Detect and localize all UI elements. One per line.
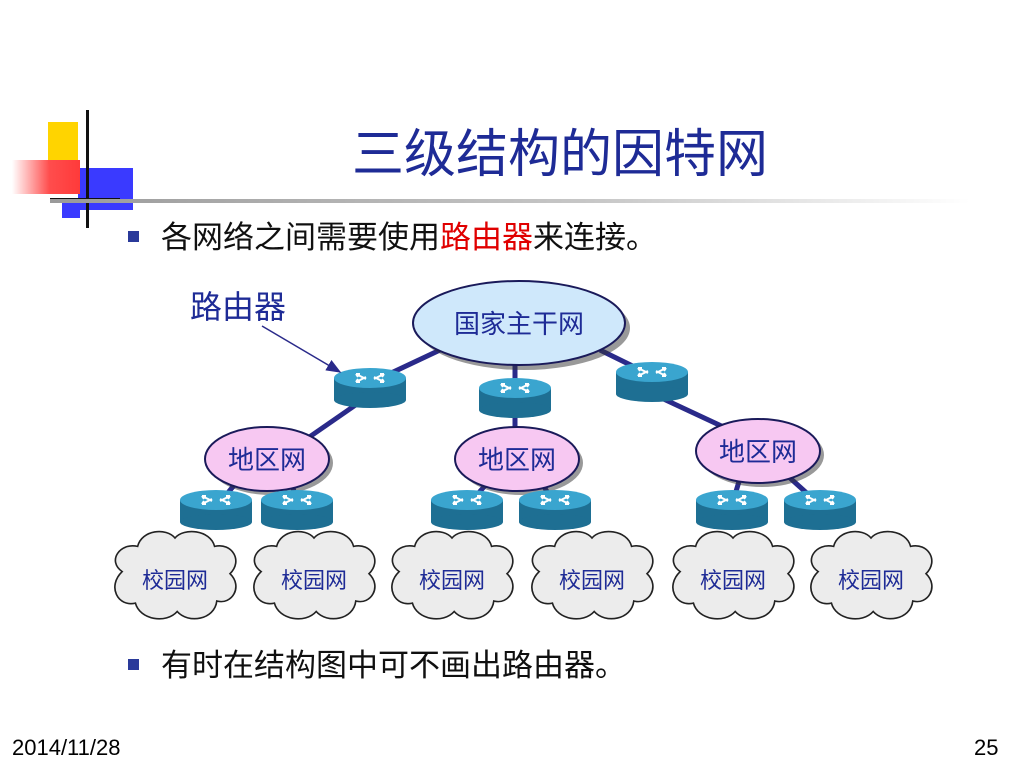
regional-label: 地区网 bbox=[228, 446, 306, 476]
footer-date: 2014/11/28 bbox=[12, 735, 121, 760]
campus-network-1: 校园网 bbox=[114, 530, 237, 620]
campus-network-3: 校园网 bbox=[391, 530, 514, 620]
bullet-1-text: 各网络之间需要使用 bbox=[161, 220, 440, 256]
red-gradient-block bbox=[12, 160, 80, 194]
campus-label: 校园网 bbox=[559, 569, 625, 594]
backbone-label: 国家主干网 bbox=[454, 310, 584, 340]
regional-label: 地区网 bbox=[478, 446, 556, 476]
cloud-shape bbox=[391, 530, 514, 620]
cloud-shape bbox=[253, 530, 376, 620]
bullet-marker bbox=[128, 231, 139, 242]
bullet-1-highlight: 路由器 bbox=[440, 220, 533, 256]
router-icon bbox=[518, 489, 592, 531]
cloud-shape bbox=[810, 530, 933, 620]
campus-label: 校园网 bbox=[281, 569, 347, 594]
yellow-block bbox=[48, 122, 78, 164]
bullet-2: 有时在结构图中可不画出路由器。 bbox=[128, 640, 626, 685]
regional-network-3: 地区网 bbox=[695, 418, 824, 487]
router-icon bbox=[260, 489, 334, 531]
router-icon bbox=[783, 489, 857, 531]
campus-label: 校园网 bbox=[700, 569, 766, 594]
callout-arrow bbox=[261, 325, 342, 373]
router-icon bbox=[333, 367, 407, 409]
cloud-shape bbox=[672, 530, 795, 620]
regional-label: 地区网 bbox=[719, 438, 797, 468]
backbone-network: 国家主干网 bbox=[412, 280, 630, 370]
router-icon bbox=[179, 489, 253, 531]
cloud-shape bbox=[531, 530, 654, 620]
router-icon bbox=[615, 361, 689, 403]
blue-small-block bbox=[62, 198, 80, 218]
regional-network-2: 地区网 bbox=[454, 426, 583, 495]
campus-network-5: 校园网 bbox=[672, 530, 795, 620]
campus-network-6: 校园网 bbox=[810, 530, 933, 620]
router-callout: 路由器 bbox=[190, 288, 342, 373]
router-icon bbox=[430, 489, 504, 531]
campus-label: 校园网 bbox=[419, 569, 485, 594]
footer-page-number: 25 bbox=[974, 735, 999, 760]
router-icon bbox=[478, 377, 552, 419]
campus-networks: 校园网 校园网 校园网 校园网 校园网 校园网 bbox=[114, 530, 933, 620]
cloud-shape bbox=[114, 530, 237, 620]
campus-label: 校园网 bbox=[838, 569, 904, 594]
campus-label: 校园网 bbox=[142, 569, 208, 594]
router-callout-label: 路由器 bbox=[190, 288, 286, 326]
campus-network-2: 校园网 bbox=[253, 530, 376, 620]
bullet-1-text-end: 来连接。 bbox=[533, 220, 657, 256]
bullet-1: 各网络之间需要使用路由器来连接。 bbox=[128, 212, 657, 257]
vertical-line bbox=[86, 110, 89, 228]
campus-network-4: 校园网 bbox=[531, 530, 654, 620]
router-icon bbox=[695, 489, 769, 531]
page-title: 三级结构的因特网 bbox=[351, 125, 768, 185]
regional-network-1: 地区网 bbox=[204, 426, 333, 495]
bullet-2-text: 有时在结构图中可不画出路由器。 bbox=[161, 648, 626, 684]
title-divider bbox=[50, 199, 970, 203]
bullet-marker bbox=[128, 659, 139, 670]
